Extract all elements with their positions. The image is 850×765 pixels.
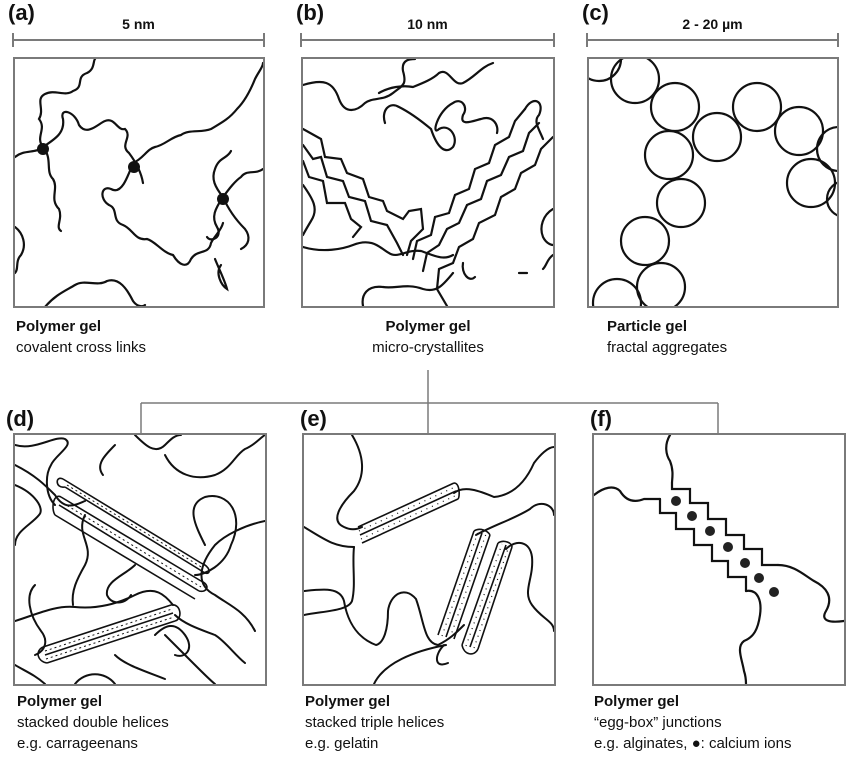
helix-bundle-upper — [52, 477, 210, 600]
caption-e: Polymer gel stacked triple helices e.g. … — [305, 691, 444, 754]
caption-a-title: Polymer gel — [16, 318, 102, 335]
panel-d-illustration — [13, 433, 267, 686]
caption-f-line-1: “egg-box” junctions — [594, 714, 722, 731]
hierarchy-connector — [140, 370, 719, 434]
panel-label-a: (a) — [8, 0, 35, 25]
caption-f-line-2: e.g. alginates, ●: calcium ions — [594, 735, 792, 752]
scale-label-c: 2 - 20 µm — [682, 16, 743, 32]
panel-b-illustration — [301, 57, 555, 308]
panel-label-b: (b) — [296, 0, 325, 25]
scale-bar-a — [12, 33, 265, 47]
scale-label-b: 10 nm — [407, 16, 448, 32]
scale-bar-c — [586, 33, 839, 47]
panel-e-illustration — [302, 433, 556, 686]
caption-e-title: Polymer gel — [305, 693, 391, 710]
caption-c-line-1: fractal aggregates — [607, 339, 728, 356]
scale-label-a: 5 nm — [122, 16, 155, 32]
helix-bundle-lower — [37, 604, 181, 664]
panel-label-d: (d) — [6, 406, 35, 431]
caption-c-title: Particle gel — [607, 318, 688, 335]
panel-c-illustration — [587, 57, 839, 308]
triple-helix-drawing — [304, 435, 554, 684]
caption-a: Polymer gel covalent cross links — [16, 316, 146, 358]
caption-b-line-1: micro-crystallites — [372, 339, 484, 356]
triple-helix-lower — [437, 528, 513, 655]
caption-d-line-1: stacked double helices — [17, 714, 169, 731]
scale-bar-b — [300, 33, 555, 47]
caption-c: Particle gel fractal aggregates — [607, 316, 727, 358]
caption-a-line-1: covalent cross links — [16, 339, 147, 356]
panel-label-e: (e) — [300, 406, 327, 431]
caption-e-line-1: stacked triple helices — [305, 714, 445, 731]
panel-f-illustration — [592, 433, 846, 686]
crosslink-dots — [37, 143, 229, 205]
double-helix-drawing — [15, 435, 265, 684]
egg-box-drawing — [594, 435, 844, 684]
helix-bundle-upper-dots — [62, 484, 204, 588]
caption-d-line-2: e.g. carrageenans — [17, 735, 138, 752]
caption-b: Polymer gel micro-crystallites — [301, 316, 555, 358]
panel-label-c: (c) — [582, 0, 609, 25]
calcium-ion-dots — [671, 496, 779, 597]
caption-f: Polymer gel “egg-box” junctions e.g. alg… — [594, 691, 792, 754]
caption-e-line-2: e.g. gelatin — [305, 735, 379, 752]
covalent-network-drawing — [15, 59, 263, 306]
panel-a-illustration — [13, 57, 265, 308]
caption-f-title: Polymer gel — [594, 693, 680, 710]
microcrystallite-drawing — [303, 59, 553, 306]
particle-aggregate-drawing — [589, 59, 837, 306]
caption-d-title: Polymer gel — [17, 693, 103, 710]
caption-d: Polymer gel stacked double helices e.g. … — [17, 691, 169, 754]
panel-label-f: (f) — [590, 406, 612, 431]
caption-b-title: Polymer gel — [385, 318, 471, 335]
particles — [589, 59, 837, 306]
triple-helix-upper — [357, 482, 460, 544]
